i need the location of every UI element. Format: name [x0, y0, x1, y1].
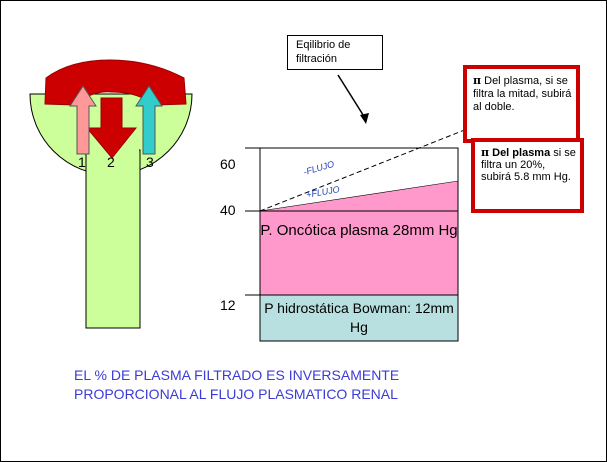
callout-arrowhead [360, 113, 369, 124]
note-twenty-text: si se filtra un 20%, subirá 5.8 mm Hg. [481, 147, 576, 183]
pi-symbol: π [473, 74, 482, 87]
label-2: 2 [107, 154, 115, 170]
oncotic-label: P. Oncótica plasma 28mm Hg [260, 222, 458, 239]
plus-flow-line [259, 180, 459, 212]
tubule [85, 149, 141, 329]
tick-60: 60 [220, 156, 236, 172]
equilibrium-callout: Eqilibrio de filtración [287, 35, 383, 70]
pink-up-arrow [69, 85, 97, 155]
tick-12: 12 [220, 297, 236, 313]
note-half-text: Del plasma, si se filtra la mitad, subir… [473, 75, 572, 113]
note-half-filtered: π Del plasma, si se filtra la mitad, sub… [463, 65, 580, 143]
label-3: 3 [146, 154, 154, 170]
hydrostatic-label: P hidrostática Bowman: 12mm Hg [264, 300, 454, 335]
tick-40: 40 [220, 202, 236, 218]
conclusion-text: EL % DE PLASMA FILTRADO ES INVERSAMENTE … [74, 367, 400, 402]
note-twenty-bold: Del plasma [492, 147, 551, 159]
red-down-arrow [85, 97, 138, 159]
label-1: 1 [78, 154, 86, 170]
chart-upper-frame [259, 147, 459, 212]
cyan-up-arrow [135, 85, 163, 155]
note-twenty-percent: π Del plasma si se filtra un 20%, subirá… [471, 138, 584, 213]
callout-pointer [337, 74, 366, 119]
pi-symbol: π [481, 146, 490, 159]
